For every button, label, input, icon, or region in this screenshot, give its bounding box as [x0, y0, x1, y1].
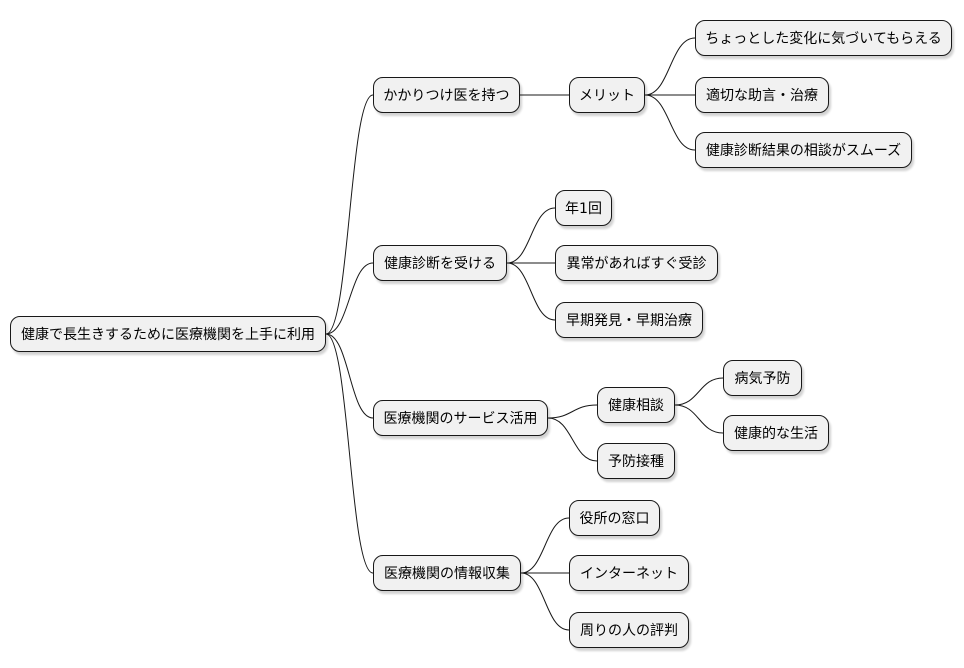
branch-node-health-checkup: 健康診断を受ける — [373, 245, 507, 281]
branch-node-info-gathering: 医療機関の情報収集 — [373, 555, 521, 591]
connector-line — [644, 37, 696, 96]
connector-line — [520, 517, 570, 574]
leaf-node-notice-changes: ちょっとした変化に気づいてもらえる — [695, 20, 952, 56]
connector-line — [547, 404, 598, 419]
connector-line — [325, 94, 374, 335]
branch-node-family-doctor: かかりつけ医を持つ — [373, 77, 520, 113]
connector-line — [674, 404, 724, 434]
leaf-node-disease-prevention: 病気予防 — [723, 360, 802, 396]
leaf-node-advice-treatment: 適切な助言・治療 — [695, 77, 829, 113]
connector-line — [506, 262, 556, 321]
connector-line — [674, 377, 724, 406]
root-node: 健康で長生きするために医療機関を上手に利用 — [10, 316, 326, 352]
leaf-node-vaccination: 予防接種 — [597, 443, 675, 479]
leaf-node-healthy-living: 健康的な生活 — [723, 415, 829, 451]
leaf-node-checkup-consult: 健康診断結果の相談がスムーズ — [695, 132, 912, 168]
node-health-consultation: 健康相談 — [597, 387, 675, 423]
leaf-node-early-detection: 早期発見・早期治療 — [555, 302, 703, 338]
node-merit: メリット — [569, 77, 645, 113]
leaf-node-city-office: 役所の窓口 — [569, 500, 660, 536]
leaf-node-internet: インターネット — [569, 555, 689, 591]
branch-node-medical-services: 医療機関のサービス活用 — [373, 400, 548, 436]
connector-line — [325, 333, 374, 574]
connector-line — [325, 333, 374, 419]
connector-line — [520, 572, 570, 631]
connector-line — [644, 94, 696, 151]
leaf-node-once-a-year: 年1回 — [555, 190, 612, 226]
connector-line — [547, 417, 598, 462]
connector-line — [325, 262, 374, 335]
connector-line — [506, 207, 556, 264]
leaf-node-reputation: 周りの人の評判 — [569, 612, 689, 648]
leaf-node-see-doctor: 異常があればすぐ受診 — [555, 245, 718, 281]
